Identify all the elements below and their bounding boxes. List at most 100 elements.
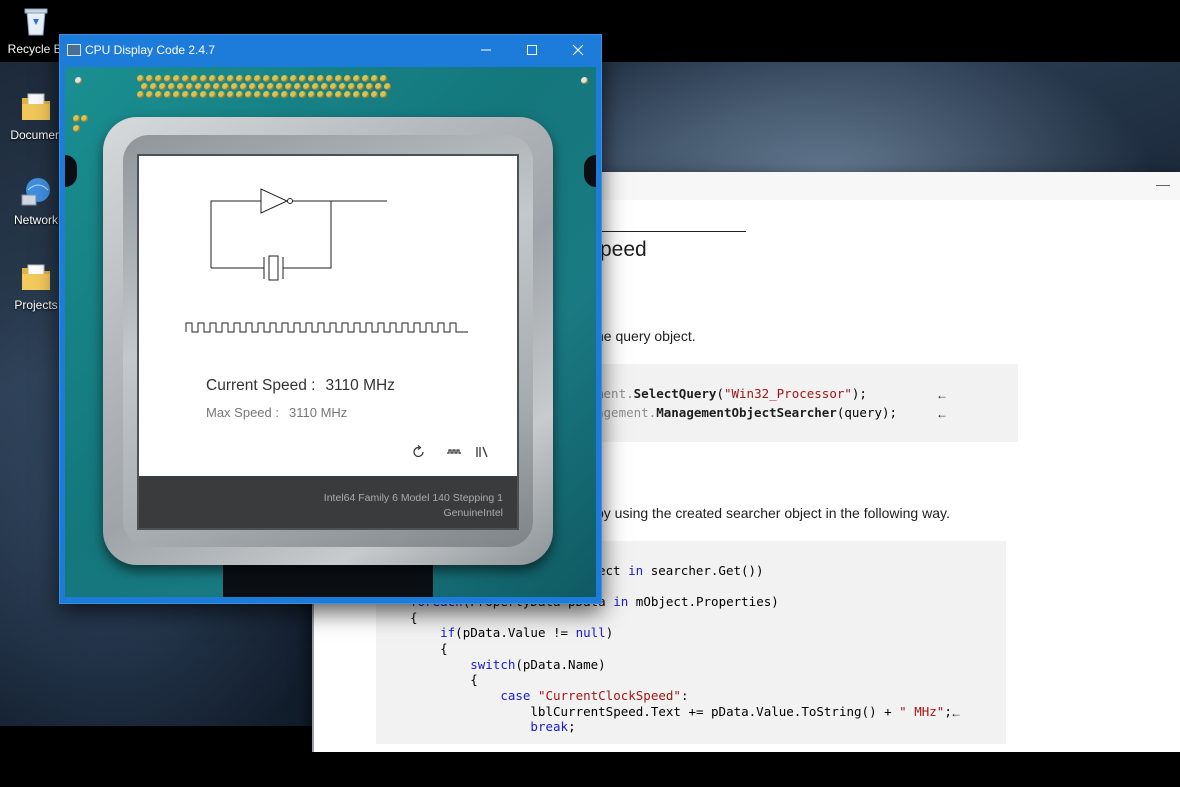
contact-pin [281,75,288,82]
contact-pin [330,83,337,90]
waveform-toggle-button[interactable] [446,444,462,460]
contact-pin [173,75,180,82]
contact-pin [249,83,256,90]
code1-line-2: agement.ManagementObjectSearcher(query); [596,405,898,420]
speed-panel: Current Speed : 3110 MHz Max Speed :3110 … [137,154,519,530]
clock-square-wave [185,322,468,333]
projects-shortcut[interactable]: Projects [0,260,72,312]
contact-pin [227,91,234,98]
contact-pin [191,91,198,98]
contact-pin [375,83,382,90]
current-speed-value: 3110 MHz [325,377,395,394]
contact-pin [200,91,207,98]
contact-pin [321,83,328,90]
contact-pin [155,75,162,82]
cpu-display-window: CPU Display Code 2.4.7 [59,34,602,604]
contact-pin [195,83,202,90]
refresh-icon [413,445,424,458]
contact-pin [73,125,80,132]
contact-pin [380,75,387,82]
contact-pin [263,91,270,98]
contact-pin [182,75,189,82]
contact-pin [317,75,324,82]
contact-pin [317,91,324,98]
contact-pin [299,75,306,82]
window-title: CPU Display Code 2.4.7 [85,43,216,57]
contact-pin [344,91,351,98]
doc-minimize-button[interactable]: — [1156,176,1170,192]
contact-pin [191,75,198,82]
pulse-icon [447,449,461,454]
close-button[interactable] [555,35,601,65]
current-speed-label: Current Speed : [206,377,316,394]
processor-info-bar: Intel64 Family 6 Model 140 Stepping 1 Ge… [139,476,517,528]
contact-pin [81,115,88,122]
contact-pin [137,75,144,82]
contact-pin [236,91,243,98]
doc-paragraph-1: he query object. [596,328,696,344]
contact-pin [182,91,189,98]
contact-pin [272,75,279,82]
contact-pin [290,91,297,98]
annotation-arrow-3: ← [950,706,962,720]
code2-line-4: if(pData.Value != null) [440,625,614,640]
cpu-chip-graphic: Current Speed : 3110 MHz Max Speed :3110 … [65,67,596,597]
recycle-bin-shortcut[interactable]: Recycle Bi [0,4,72,56]
contact-pin [371,91,378,98]
contact-pin [281,91,288,98]
panel-display: Current Speed : 3110 MHz Max Speed :3110 … [139,156,517,476]
documents-label: Documen [10,128,62,142]
contact-pin [200,75,207,82]
code2-line-7: { [410,672,478,687]
contact-pin [159,83,166,90]
contact-pin [73,115,80,122]
contact-pin [303,83,310,90]
contact-pin [164,75,171,82]
contact-pin [240,83,247,90]
contact-pin [137,91,144,98]
contact-pin [357,83,364,90]
contact-pin [312,83,319,90]
contact-pin [141,83,148,90]
documents-shortcut[interactable]: Documen [0,90,72,142]
code1-line-1: ment.SelectQuery("Win32_Processor"); [596,386,867,401]
contact-pin [335,75,342,82]
contact-pin [344,75,351,82]
code2-line-6: switch(pData.Name) [470,657,606,672]
code2-line-8: case "CurrentClockSpeed": [500,688,689,703]
contact-pin [177,83,184,90]
contact-pin [245,91,252,98]
processor-vendor: GenuineIntel [443,507,503,519]
contact-pin [267,83,274,90]
max-speed: Max Speed :3110 MHz [206,405,347,420]
contact-pin [308,91,315,98]
contact-pin [186,83,193,90]
code2-line-3: { [410,610,418,625]
contact-pin [326,75,333,82]
network-globe-icon [19,175,53,209]
annotation-arrow-1: ← [936,388,948,402]
app-icon [67,44,81,56]
contact-pin [231,83,238,90]
contact-pin [362,91,369,98]
recycle-bin-icon [19,4,53,38]
alignment-dot [75,77,82,84]
network-label: Network [13,213,58,227]
code2-line-1: ect in searcher.Get()) [598,563,764,578]
refresh-button[interactable] [411,444,427,460]
maximize-button[interactable] [509,35,555,65]
contact-pin [258,83,265,90]
maximize-icon [527,45,537,55]
contact-pin [290,75,297,82]
cpu-titlebar[interactable]: CPU Display Code 2.4.7 [60,35,601,65]
contact-pin [245,75,252,82]
processor-id: Intel64 Family 6 Model 140 Stepping 1 [323,492,503,504]
info-library-button[interactable] [474,444,490,460]
max-speed-value: 3110 MHz [289,405,348,420]
minimize-button[interactable] [463,35,509,65]
network-shortcut[interactable]: Network [0,175,72,227]
contact-pin [150,83,157,90]
contact-pin [353,91,360,98]
contact-pin [272,91,279,98]
recycle-bin-label: Recycle Bi [7,42,65,56]
